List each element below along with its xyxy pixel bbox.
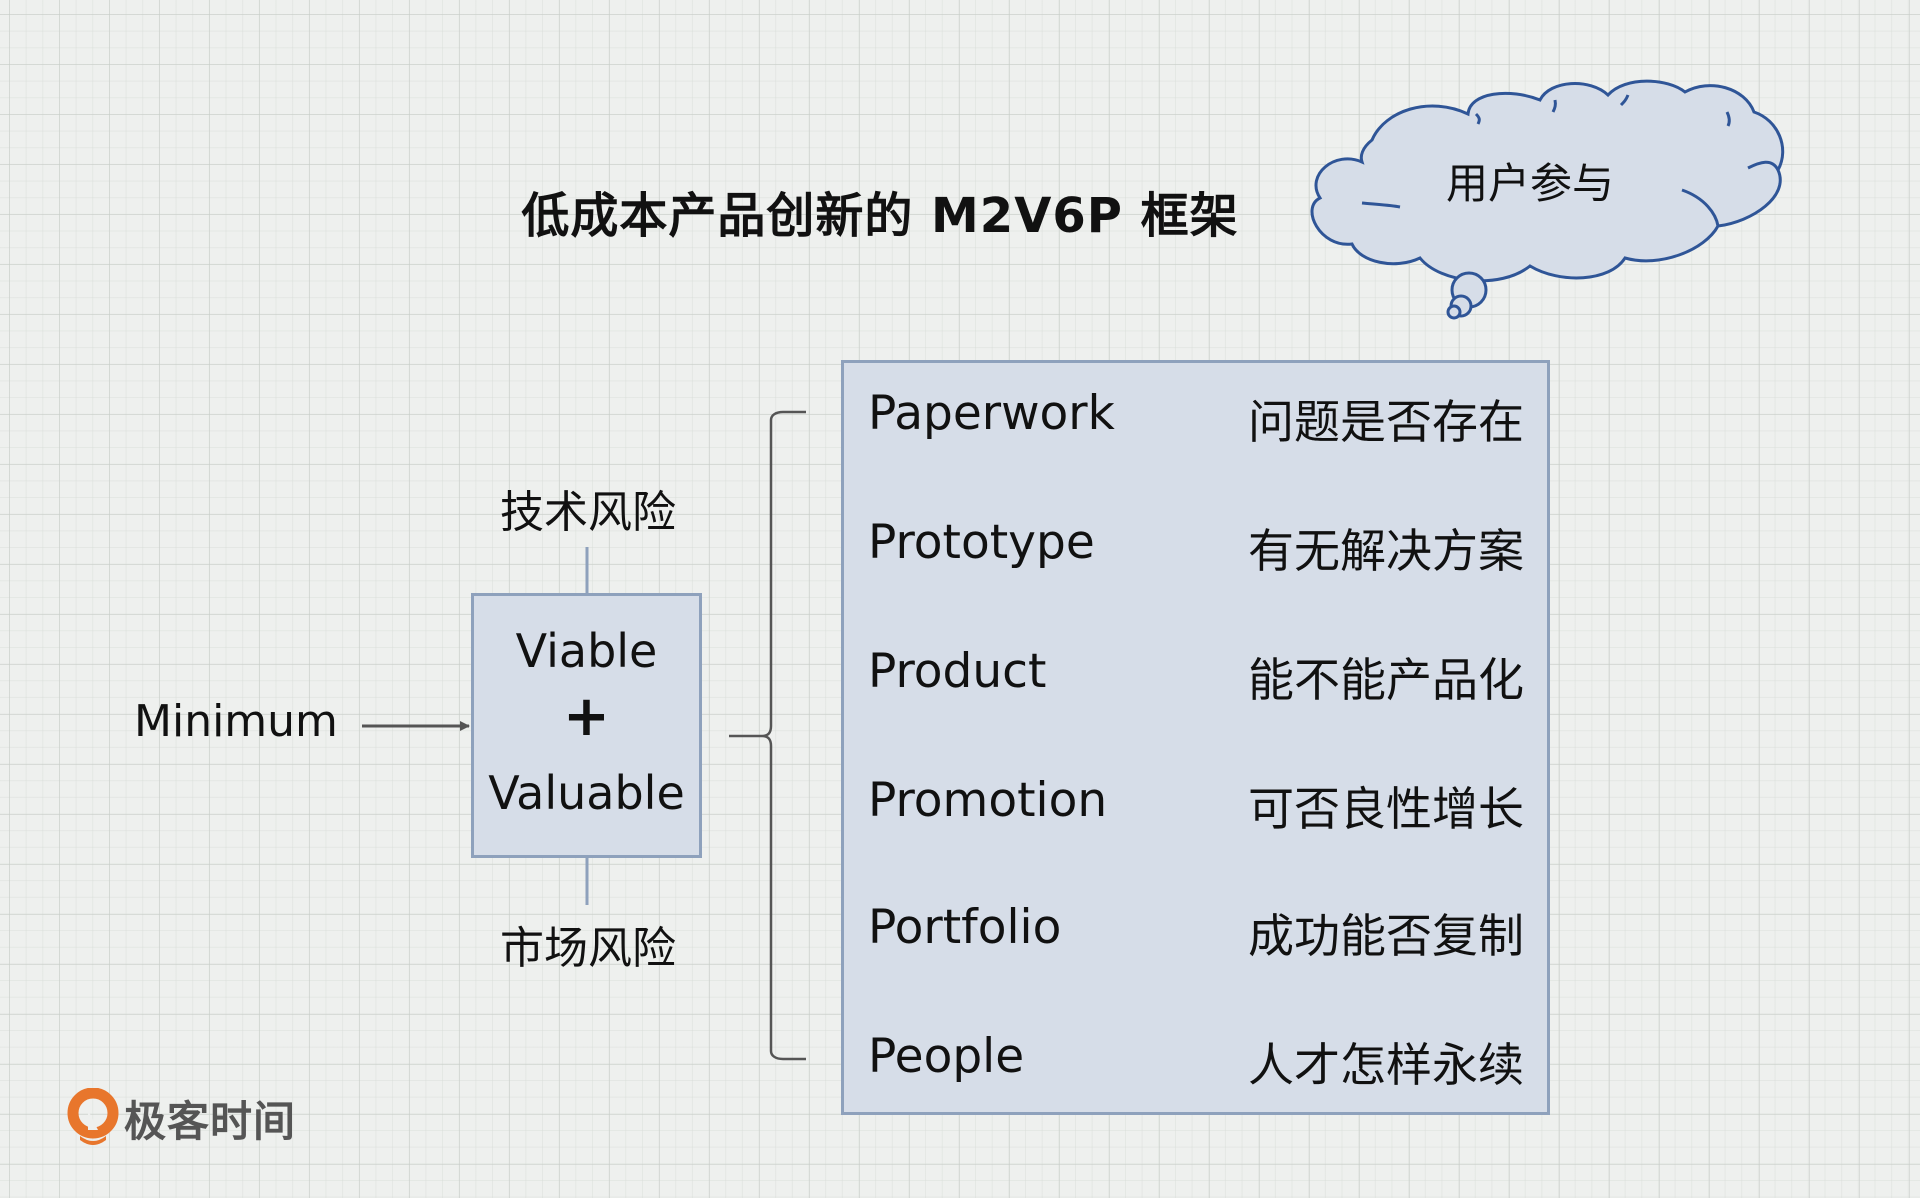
stage-product: Product — [868, 644, 1047, 699]
stage-prototype: Prototype — [868, 515, 1095, 570]
stage-people: People — [868, 1029, 1025, 1084]
question-paperwork: 问题是否存在 — [1248, 395, 1524, 449]
viable-valuable-box: Viable + Valuable — [471, 593, 702, 858]
question-promotion: 可否良性增长 — [1248, 782, 1524, 836]
market-risk-label: 市场风险 — [500, 923, 676, 974]
question-product: 能不能产品化 — [1248, 653, 1524, 707]
cloud-label: 用户参与 — [1445, 159, 1614, 208]
viable-label: Viable — [515, 624, 658, 678]
stage-portfolio: Portfolio — [868, 900, 1062, 955]
stage-paperwork: Paperwork — [868, 386, 1115, 441]
question-portfolio: 成功能否复制 — [1248, 909, 1524, 963]
thought-bubble-small — [1446, 304, 1462, 320]
cloud-shape — [1310, 79, 1785, 320]
geektime-logo-icon — [67, 1087, 119, 1145]
question-prototype: 有无解决方案 — [1248, 524, 1524, 578]
valuable-label: Valuable — [488, 766, 685, 820]
six-p-box: Paperwork 问题是否存在 Prototype 有无解决方案 Produc… — [841, 360, 1550, 1115]
tech-risk-label: 技术风险 — [500, 487, 676, 538]
stage-promotion: Promotion — [868, 773, 1108, 828]
plus-sign: + — [563, 684, 610, 749]
geektime-logo: 极客时间 — [66, 1087, 295, 1152]
question-people: 人才怎样永续 — [1248, 1038, 1524, 1092]
diagram-title: 低成本产品创新的 M2V6P 框架 — [521, 188, 1239, 244]
minimum-label: Minimum — [134, 696, 338, 747]
curly-brace — [729, 410, 806, 1061]
logo-text: 极客时间 — [124, 1097, 297, 1146]
